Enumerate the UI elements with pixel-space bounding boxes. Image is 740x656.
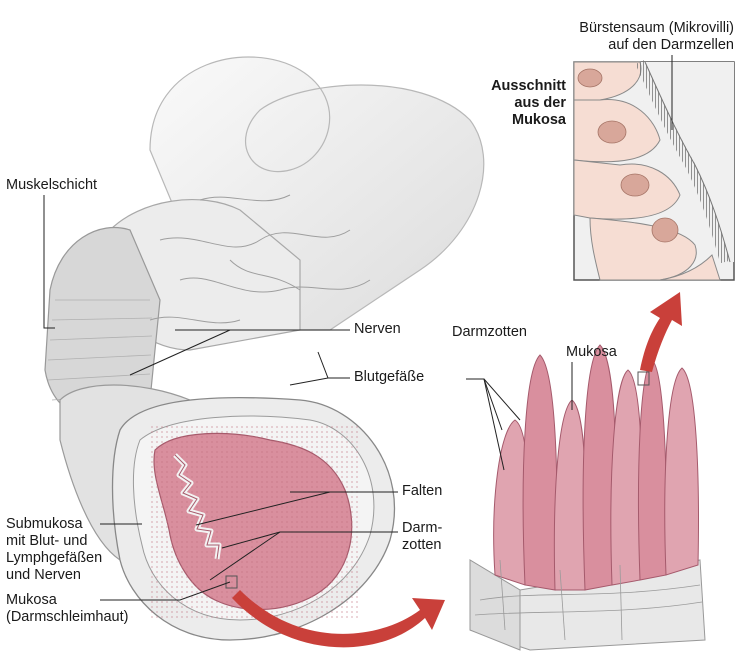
mucosa-detail-box: [574, 62, 734, 280]
villus-3: [554, 400, 586, 590]
label-nerves: Nerven: [354, 321, 401, 338]
label-muscle-layer: Muskelschicht: [6, 177, 97, 194]
label-submucosa: Submukosa mit Blut- und Lymphgefäßen und…: [6, 516, 102, 584]
label-folds: Falten: [402, 483, 442, 500]
label-villi: Darmzotten: [452, 324, 527, 341]
label-mucosa-bottom: Mukosa (Darmschleimhaut): [6, 592, 128, 626]
label-submucosa-line2: mit Blut- und: [6, 533, 102, 550]
label-detail-line3: Mukosa: [468, 112, 566, 129]
label-detail-line2: aus der: [468, 95, 566, 112]
label-mucosa-right: Mukosa: [566, 344, 617, 361]
label-villi-small: Darm- zotten: [402, 520, 442, 554]
label-submucosa-line3: Lymphgefäßen: [6, 550, 102, 567]
label-submucosa-line4: und Nerven: [6, 567, 102, 584]
label-brush-border-line2: auf den Darmzellen: [532, 37, 734, 54]
villi-block: [470, 345, 705, 650]
label-villi-small-line2: zotten: [402, 537, 442, 554]
villus-6: [639, 360, 667, 580]
label-blood-vessels: Blutgefäße: [354, 369, 424, 386]
villus-5: [611, 370, 642, 585]
label-villi-small-line1: Darm-: [402, 520, 442, 537]
arrow-villi-to-detail: [640, 292, 682, 372]
label-brush-border: Bürstensaum (Mikrovilli) auf den Darmzel…: [532, 20, 734, 54]
villus-7: [665, 368, 699, 575]
label-detail-title: Ausschnitt aus der Mukosa: [468, 78, 566, 129]
villus-2: [523, 355, 557, 590]
label-submucosa-line1: Submukosa: [6, 516, 102, 533]
label-mucosa-bottom-line2: (Darmschleimhaut): [6, 609, 128, 626]
label-detail-line1: Ausschnitt: [468, 78, 566, 95]
label-mucosa-bottom-line1: Mukosa: [6, 592, 128, 609]
label-brush-border-line1: Bürstensaum (Mikrovilli): [532, 20, 734, 37]
